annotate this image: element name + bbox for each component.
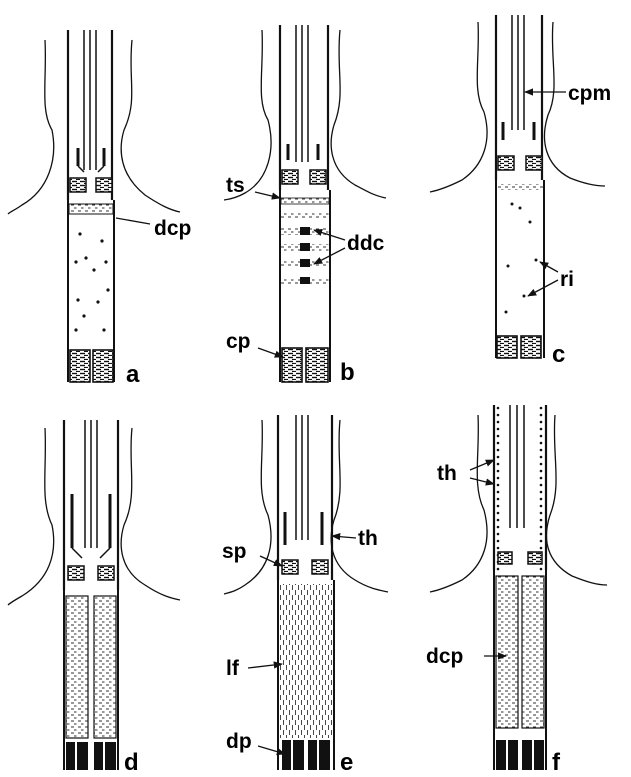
ear-wall [121,40,180,212]
panel-label-d: d [124,749,139,772]
annotation-dcp: dcp [154,217,191,240]
annotation-th: th [437,462,457,485]
annotation-cpm: cpm [568,82,611,105]
ear-wall [546,415,607,585]
thecal-dots [497,407,543,571]
annotation-dcp: dcp [426,645,463,668]
annotation-ts: ts [226,174,245,197]
panel-e: sp th lf dp e [222,415,388,772]
ear-wall [224,420,271,594]
panel-d: d [8,420,180,772]
panel-a: dcp a [8,30,191,388]
panel-label-a: a [126,361,140,388]
ear-wall [8,40,54,214]
annotation-cp: cp [226,330,251,353]
ear-wall [430,415,487,592]
annotation-th: th [358,527,378,550]
annotation-dp: dp [226,730,252,753]
panel-label-f: f [552,749,561,772]
particles [74,232,109,331]
annotation-ri: ri [560,268,574,291]
ear-wall [331,420,388,592]
ear-wall [430,22,487,192]
ear-wall [331,30,386,198]
ear-wall [121,428,180,600]
ear-wall [8,428,54,605]
panel-label-e: e [340,749,353,772]
annotation-lf: lf [226,657,240,680]
panel-label-b: b [340,359,355,386]
panel-f: th dcp f [426,405,607,772]
disks [281,198,329,284]
annotation-sp: sp [222,540,247,563]
panel-label-c: c [552,341,565,368]
annotation-ddc: ddc [347,232,385,255]
panel-c: cpm ri c [430,15,611,368]
panel-b: ts ddc cp b [224,25,386,386]
